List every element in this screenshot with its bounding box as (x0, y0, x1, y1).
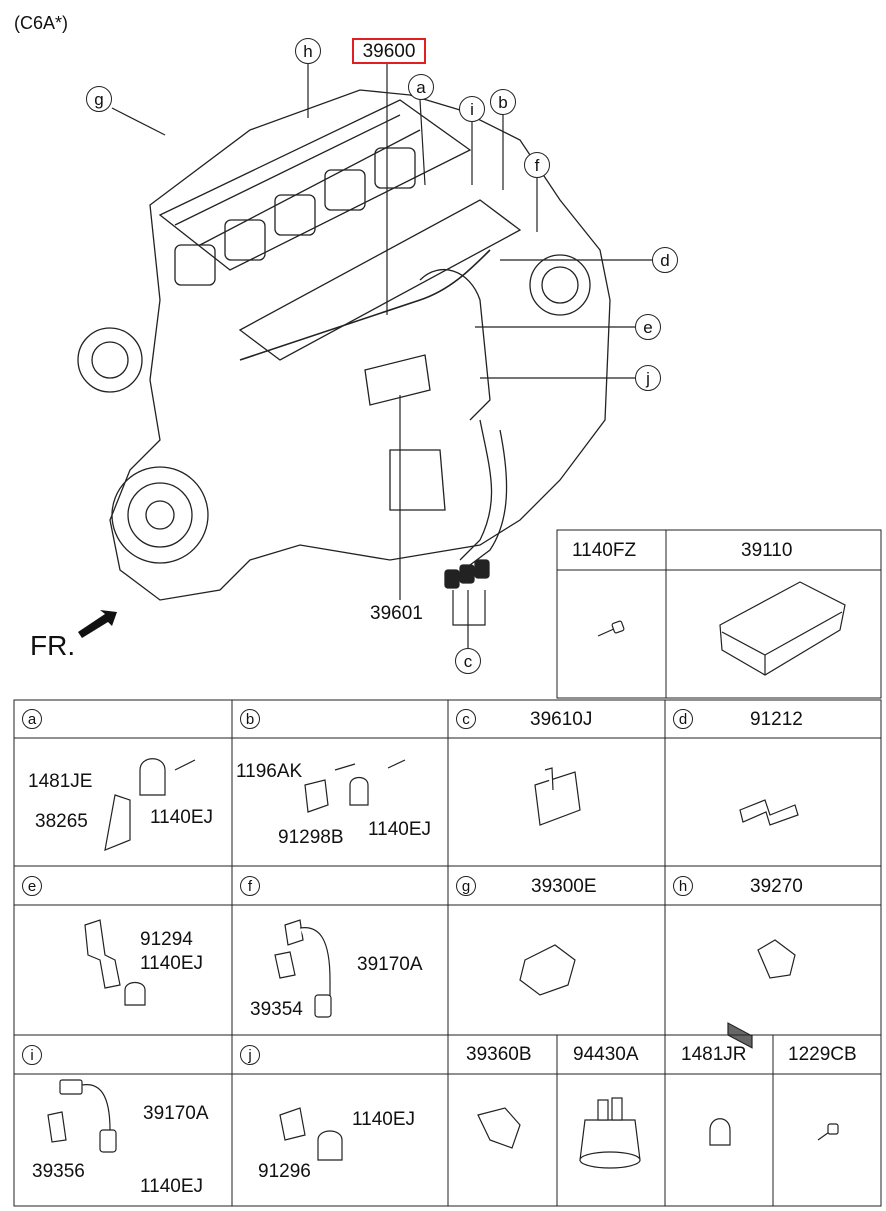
label-1140ej-a[interactable]: 1140EJ (150, 807, 214, 828)
label-38265[interactable]: 38265 (35, 811, 88, 832)
label-1140ej-e[interactable]: 1140EJ (140, 953, 204, 974)
header-39360b: 39360B (466, 1044, 532, 1065)
header-39610j: 39610J (530, 709, 593, 730)
grid-part-sketches (47, 758, 839, 1169)
callout-i[interactable]: i (459, 96, 485, 122)
header-94430a: 94430A (573, 1044, 639, 1065)
callout-b[interactable]: b (490, 89, 516, 115)
fr-arrow-icon (78, 610, 117, 638)
callout-f[interactable]: f (524, 152, 550, 178)
callout-d[interactable]: d (652, 247, 678, 273)
header-91212: 91212 (750, 709, 803, 730)
main-part-39600[interactable]: 39600 (352, 38, 426, 64)
label-39356[interactable]: 39356 (32, 1161, 85, 1182)
cell-letter-j: j (240, 1045, 260, 1065)
label-91298b[interactable]: 91298B (278, 827, 344, 848)
top-parts-table (556, 529, 882, 699)
header-1229cb: 1229CB (788, 1044, 857, 1065)
label-1481je[interactable]: 1481JE (28, 771, 93, 792)
cell-letter-a: a (22, 709, 42, 729)
header-39300e: 39300E (531, 876, 597, 897)
cell-letter-f: f (240, 876, 260, 896)
parts-grid (13, 699, 882, 1207)
callout-g[interactable]: g (86, 86, 112, 112)
cell-letter-c: c (456, 709, 476, 729)
cell-letter-i: i (22, 1045, 42, 1065)
cell-letter-d: d (673, 709, 693, 729)
header-39110: 39110 (741, 540, 793, 561)
front-label: FR. (30, 630, 76, 661)
label-1140ej-i[interactable]: 1140EJ (140, 1176, 204, 1197)
leader-lines (111, 64, 652, 648)
bolt-1140fz-icon (597, 620, 625, 637)
cell-letter-h: h (673, 876, 693, 896)
label-39170a-f[interactable]: 39170A (357, 954, 423, 975)
callout-e[interactable]: e (635, 314, 661, 340)
label-1140ej-j[interactable]: 1140EJ (352, 1109, 416, 1130)
label-1140ej-b[interactable]: 1140EJ (368, 819, 432, 840)
cell-letter-g: g (456, 876, 476, 896)
label-39354[interactable]: 39354 (250, 999, 303, 1020)
callout-c[interactable]: c (455, 648, 481, 674)
label-91294[interactable]: 91294 (140, 929, 193, 950)
callout-a[interactable]: a (408, 74, 434, 100)
callout-h[interactable]: h (295, 38, 321, 64)
part-39601[interactable]: 39601 (370, 603, 423, 624)
model-code: (C6A*) (14, 13, 69, 33)
cell-letter-b: b (240, 709, 260, 729)
header-1481jr: 1481JR (681, 1044, 747, 1065)
header-1140fz: 1140FZ (572, 540, 637, 561)
header-39270: 39270 (750, 876, 803, 897)
label-39170a-i[interactable]: 39170A (143, 1103, 209, 1124)
cell-letter-e: e (22, 876, 42, 896)
label-1196ak[interactable]: 1196AK (236, 761, 303, 782)
label-91296[interactable]: 91296 (258, 1161, 311, 1182)
engine-illustration (77, 89, 611, 601)
ecu-39110-icon (719, 581, 846, 1049)
callout-j[interactable]: j (635, 365, 661, 391)
